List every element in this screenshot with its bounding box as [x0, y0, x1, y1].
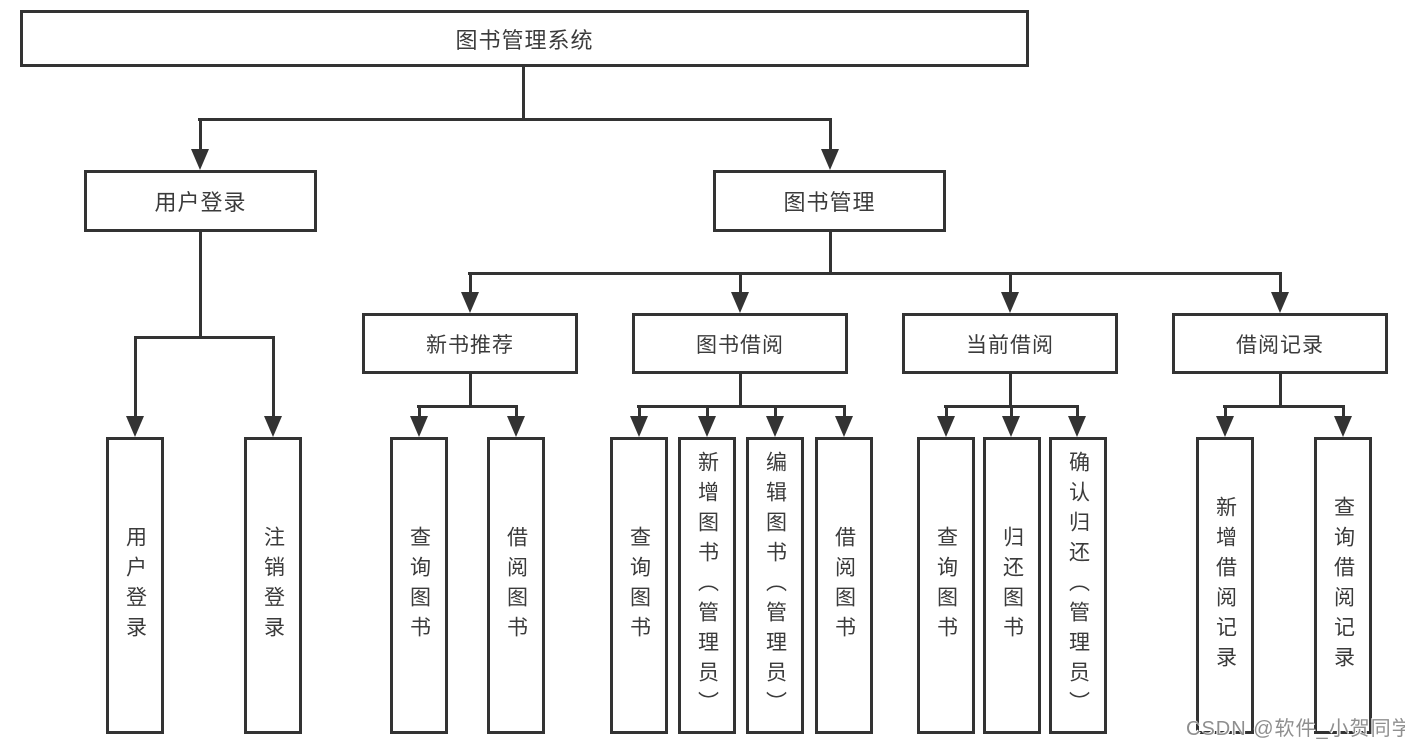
leaf-current-query-book: 查询图书	[917, 437, 975, 734]
csdn-watermark: CSDN @软件_小贺同学	[1186, 718, 1405, 740]
connector-current-stem	[1009, 374, 1012, 408]
connector-borrow-c2	[706, 405, 709, 419]
connector-root-hbar	[198, 118, 832, 121]
arrow-to-user-login	[191, 149, 209, 170]
connector-recommend-stem	[469, 374, 472, 408]
node-book-management-label: 图书管理	[783, 190, 876, 215]
connector-record-stem	[1279, 374, 1282, 408]
leaf-record-add-record-label: 新增借阅记录	[1213, 495, 1237, 676]
connector-borrow-stem	[739, 374, 742, 408]
leaf-logout: 注销登录	[244, 437, 302, 734]
connector-borrow-hbar	[637, 405, 846, 408]
leaf-current-return-book-label: 归还图书	[1000, 525, 1024, 646]
arrow-current-c1	[937, 416, 955, 437]
connector-book-hbar	[468, 272, 1282, 275]
connector-root-to-book	[829, 118, 832, 152]
node-book-borrow: 图书借阅	[632, 313, 848, 374]
leaf-recommend-borrow-book: 借阅图书	[487, 437, 545, 734]
leaf-borrow-borrow-book-label: 借阅图书	[832, 525, 856, 646]
node-borrow-record-label: 借阅记录	[1236, 333, 1324, 357]
arrow-borrow-c1	[630, 416, 648, 437]
arrow-borrow-c2	[698, 416, 716, 437]
arrow-recommend-c2	[507, 416, 525, 437]
leaf-borrow-edit-book-label: 编辑图书（管理员）	[763, 450, 787, 721]
leaf-borrow-query-book: 查询图书	[610, 437, 668, 734]
leaf-borrow-query-book-label: 查询图书	[627, 525, 651, 646]
connector-root-to-user	[199, 118, 202, 152]
node-new-book-recommend-label: 新书推荐	[426, 333, 514, 357]
leaf-record-query-record-label: 查询借阅记录	[1331, 495, 1355, 676]
node-root: 图书管理系统	[20, 10, 1029, 67]
leaf-borrow-edit-book: 编辑图书（管理员）	[746, 437, 804, 734]
connector-record-c2	[1342, 405, 1345, 419]
leaf-recommend-query-book: 查询图书	[390, 437, 448, 734]
node-user-login: 用户登录	[84, 170, 317, 232]
leaf-logout-label: 注销登录	[261, 525, 285, 646]
arrow-current-c2	[1002, 416, 1020, 437]
connector-book-to-current	[1009, 272, 1012, 296]
arrow-current-c3	[1068, 416, 1086, 437]
node-book-management: 图书管理	[713, 170, 946, 232]
arrow-record-c1	[1216, 416, 1234, 437]
connector-recommend-c2	[515, 405, 518, 419]
node-book-borrow-label: 图书借阅	[696, 333, 784, 357]
leaf-user-login-label: 用户登录	[123, 525, 147, 646]
connector-current-c3	[1076, 405, 1079, 419]
leaf-borrow-add-book-label: 新增图书（管理员）	[695, 450, 719, 721]
arrow-borrow-c3	[766, 416, 784, 437]
connector-root-stem	[522, 67, 525, 119]
node-new-book-recommend: 新书推荐	[362, 313, 578, 374]
arrow-borrow-c4	[835, 416, 853, 437]
arrow-to-book-borrow	[731, 292, 749, 313]
connector-book-to-borrow	[739, 272, 742, 296]
connector-current-c1	[945, 405, 948, 419]
connector-book-to-record	[1279, 272, 1282, 296]
arrow-to-login-leaf	[126, 416, 144, 437]
node-user-login-label: 用户登录	[154, 190, 247, 215]
leaf-borrow-borrow-book: 借阅图书	[815, 437, 873, 734]
arrow-recommend-c1	[410, 416, 428, 437]
node-current-borrow: 当前借阅	[902, 313, 1118, 374]
arrow-to-book-management	[821, 149, 839, 170]
connector-recommend-hbar	[417, 405, 518, 408]
leaf-recommend-query-book-label: 查询图书	[407, 525, 431, 646]
connector-recommend-c1	[418, 405, 421, 419]
leaf-user-login: 用户登录	[106, 437, 164, 734]
connector-user-to-logout	[272, 336, 275, 420]
connector-borrow-c3	[774, 405, 777, 419]
leaf-current-confirm-return: 确认归还（管理员）	[1049, 437, 1107, 734]
leaf-recommend-borrow-book-label: 借阅图书	[504, 525, 528, 646]
leaf-current-query-book-label: 查询图书	[934, 525, 958, 646]
leaf-borrow-add-book: 新增图书（管理员）	[678, 437, 736, 734]
leaf-current-return-book: 归还图书	[983, 437, 1041, 734]
connector-current-c2	[1010, 405, 1013, 419]
arrow-to-borrow-record	[1271, 292, 1289, 313]
connector-borrow-c4	[843, 405, 846, 419]
node-borrow-record: 借阅记录	[1172, 313, 1388, 374]
node-current-borrow-label: 当前借阅	[966, 333, 1054, 357]
connector-user-stem	[199, 232, 202, 336]
leaf-current-confirm-return-label: 确认归还（管理员）	[1066, 450, 1090, 721]
leaf-record-add-record: 新增借阅记录	[1196, 437, 1254, 734]
leaf-record-query-record: 查询借阅记录	[1314, 437, 1372, 734]
node-root-label: 图书管理系统	[455, 27, 594, 53]
connector-record-c1	[1224, 405, 1227, 419]
connector-user-to-login	[134, 336, 137, 420]
connector-user-hbar	[134, 336, 275, 339]
arrow-record-c2	[1334, 416, 1352, 437]
arrow-to-new-book-recommend	[461, 292, 479, 313]
arrow-to-current-borrow	[1001, 292, 1019, 313]
connector-book-to-recommend	[469, 272, 472, 296]
arrow-to-logout-leaf	[264, 416, 282, 437]
connector-record-hbar	[1223, 405, 1345, 408]
connector-book-stem	[829, 232, 832, 273]
connector-borrow-c1	[638, 405, 641, 419]
